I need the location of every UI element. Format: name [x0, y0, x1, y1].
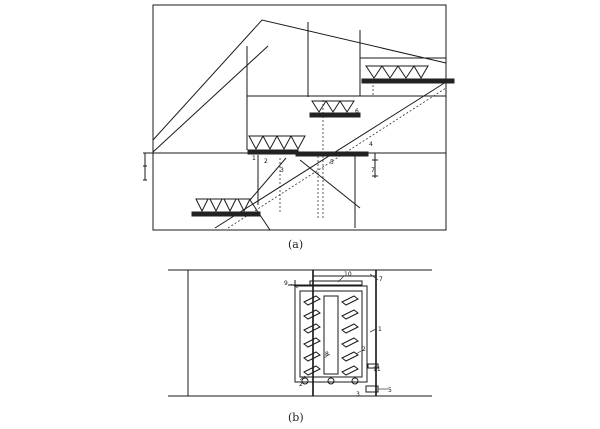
hopper-row-bottom — [195, 198, 251, 213]
platform-bottom — [191, 211, 261, 217]
label-b-7: 7 — [379, 276, 383, 283]
upper-slope-line-2 — [152, 45, 269, 153]
label-b-10: 10 — [344, 271, 352, 278]
label-b-1: 1 — [378, 326, 382, 333]
platform-mid-right — [295, 151, 369, 157]
label-b-2-right: 2 — [362, 346, 366, 353]
center-divider — [323, 295, 339, 375]
platform-top — [361, 78, 455, 84]
hopper-row-mid — [248, 135, 306, 151]
roller-3 — [351, 377, 359, 385]
label-b-2-left: 2 — [299, 381, 303, 388]
roller-2 — [327, 377, 335, 385]
label-b-9: 9 — [284, 280, 288, 287]
frame-inner — [299, 290, 363, 378]
label-b-5: 5 — [388, 387, 392, 394]
frame-outer — [294, 285, 368, 383]
label-b-3: 3 — [356, 391, 360, 398]
label-b-11: 11 — [373, 366, 381, 373]
top-beam — [309, 280, 363, 286]
label-a-6: 6 — [355, 108, 359, 115]
right-stair-slots — [341, 295, 359, 376]
roller-1 — [301, 377, 309, 385]
platform-mid — [247, 149, 299, 155]
figure-b-drawing: 9 10 7 1 2 8 2 11 3 5 — [168, 269, 432, 398]
label-a-7: 7 — [371, 167, 375, 174]
caption-a: (a) — [288, 238, 304, 251]
label-a-2: 2 — [264, 158, 268, 165]
hopper-row-upper-mid — [311, 100, 355, 113]
label-a-4: 4 — [369, 141, 373, 148]
caption-b: (b) — [288, 411, 304, 424]
fitting-11 — [367, 363, 379, 369]
label-b-8: 8 — [325, 351, 329, 358]
stair-stringer-2 — [227, 87, 447, 229]
support-diag-1 — [249, 157, 287, 201]
figure-a-frame — [152, 4, 447, 231]
hopper-row-top — [365, 65, 429, 79]
figure-a-drawing: 1 2 3 4 5 6 7 — [143, 4, 455, 231]
support-diag-3 — [299, 159, 361, 209]
left-stair-slots — [303, 295, 321, 376]
label-a-3: 3 — [280, 167, 284, 174]
platform-upper-mid — [309, 112, 361, 118]
label-a-5: 5 — [330, 159, 334, 166]
upper-slope-line — [152, 19, 447, 141]
label-a-1: 1 — [252, 155, 256, 162]
